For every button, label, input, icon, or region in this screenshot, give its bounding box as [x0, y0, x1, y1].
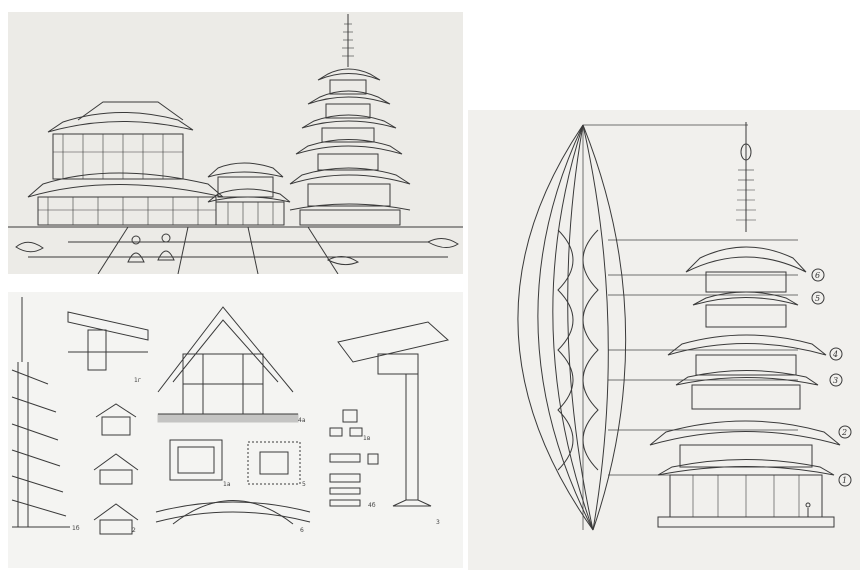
small-hall-elevations — [93, 403, 139, 535]
label-5: 5 — [302, 481, 306, 488]
storey-marker-5: 5 — [811, 291, 825, 305]
svg-text:6: 6 — [815, 271, 820, 280]
figures-and-rocks — [15, 233, 459, 266]
floor-plans — [169, 439, 301, 485]
label-1g: 1г — [134, 377, 141, 384]
svg-text:1: 1 — [842, 476, 847, 485]
svg-text:4: 4 — [832, 350, 838, 359]
storey-marker-2: 2 — [838, 425, 852, 439]
storey-marker-1: 1 — [838, 473, 852, 487]
storey-marker-3: 3 — [829, 373, 843, 387]
storey-number-markers: 6 5 4 3 2 1 — [811, 268, 852, 487]
svg-text:3: 3 — [833, 376, 838, 385]
pagoda-elevation-plate — [11, 297, 70, 528]
label-4a: 4а — [298, 417, 306, 424]
courtyard-ground — [8, 226, 463, 274]
label-6: 6 — [300, 527, 304, 534]
label-1b: 1б — [72, 525, 80, 532]
label-3: 3 — [436, 519, 440, 526]
label-4b: 4б — [368, 502, 376, 509]
storey-marker-4: 4 — [829, 347, 843, 361]
architectural-plates: 1г 1б 1а 1в 2 3 4б 4а 5 6 — [8, 292, 463, 568]
column-bracket-detail — [337, 321, 450, 507]
svg-text:2: 2 — [841, 428, 847, 437]
pagoda-front-elevation — [649, 122, 841, 528]
label-1a: 1а — [223, 481, 231, 488]
component-details — [329, 409, 379, 507]
gate-building-drawing — [207, 162, 291, 226]
plate-labels: 1г 1б 1а 1в 2 3 4б 4а 5 6 — [72, 377, 440, 534]
pagoda-perspective-drawing — [289, 14, 411, 226]
label-2: 2 — [132, 527, 136, 534]
main-hall-drawing — [27, 101, 224, 226]
proportion-arcs — [517, 124, 627, 531]
eave-bracket-detail — [67, 311, 149, 371]
storey-marker-6: 6 — [811, 268, 825, 282]
label-1v: 1в — [363, 435, 371, 442]
svg-text:5: 5 — [815, 294, 820, 303]
arched-bridge-elevation — [155, 500, 311, 525]
temple-complex-illustration — [8, 12, 463, 274]
hall-cross-section — [157, 306, 299, 423]
pagoda-proportion-diagram: 6 5 4 3 2 1 — [468, 110, 860, 570]
